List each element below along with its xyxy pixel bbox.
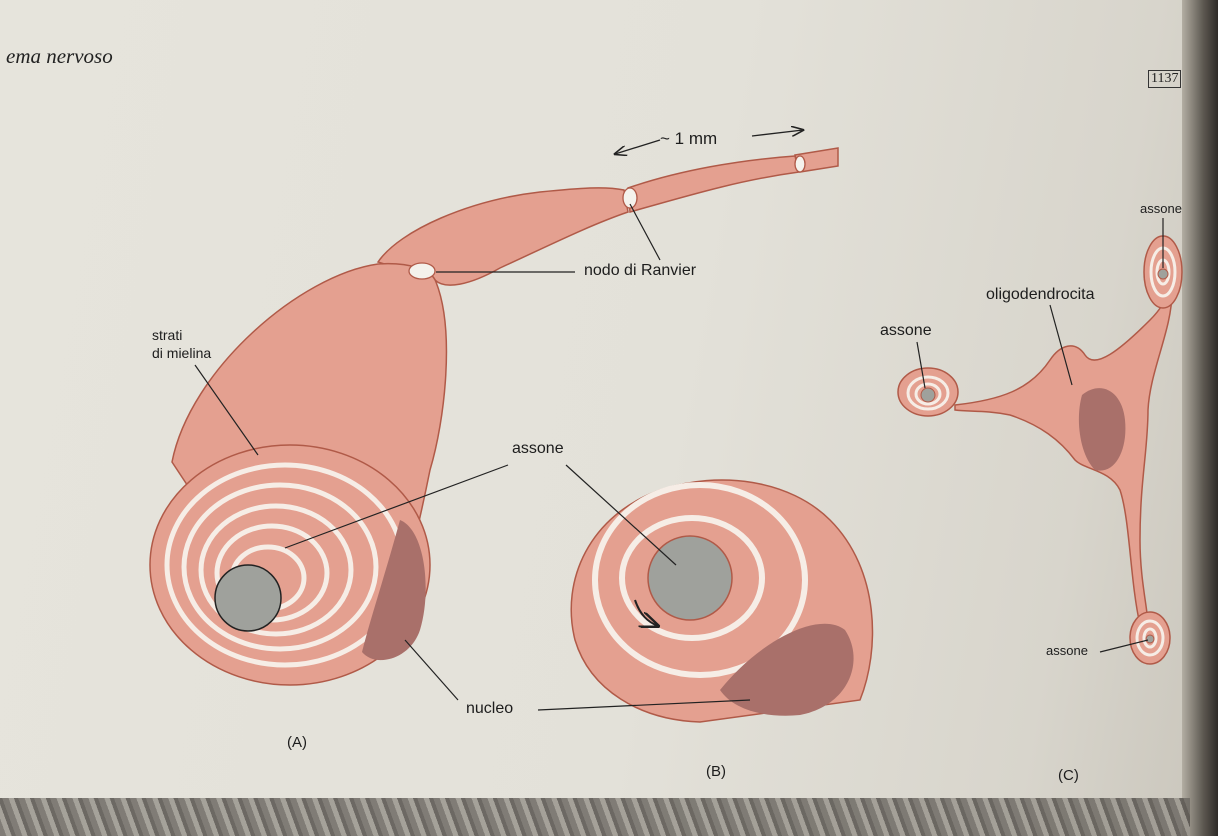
- nucleus-label: nucleo: [466, 700, 513, 718]
- myelin-layers-label-2: di mielina: [152, 344, 211, 362]
- axon-label-c-bottom: assone: [1046, 642, 1088, 660]
- scale-arrow-left: [615, 140, 660, 154]
- axon-c-top: [1158, 269, 1168, 279]
- panel-b-label: (B): [706, 763, 726, 781]
- node-ranvier-c: [795, 156, 805, 172]
- axon-b: [648, 536, 732, 620]
- axon-a: [215, 565, 281, 631]
- oligodendrocyte-label: oligodendrocita: [986, 286, 1095, 304]
- node-of-ranvier-label: nodo di Ranvier: [584, 262, 696, 280]
- axon-c-bottom: [1146, 635, 1154, 643]
- panel-a-label: (A): [287, 734, 307, 752]
- leader-node-2: [630, 204, 660, 260]
- oligodendrocyte-body: [955, 290, 1172, 625]
- myelin-layers-label-1: strati: [152, 326, 182, 344]
- axon-c-left: [921, 388, 935, 402]
- axon-label-c-top: assone: [1140, 200, 1182, 218]
- scale-arrow-right: [752, 130, 803, 136]
- scale-label: ~ 1 mm: [660, 130, 717, 148]
- axon-label-c-left: assone: [880, 322, 932, 340]
- panel-b-spiral: [571, 480, 872, 722]
- node-ranvier-a: [409, 263, 435, 279]
- panel-c-label: (C): [1058, 767, 1079, 785]
- axon-label-b: assone: [512, 440, 564, 458]
- middle-internode: [628, 156, 799, 212]
- leader-nucleus-a: [405, 640, 458, 700]
